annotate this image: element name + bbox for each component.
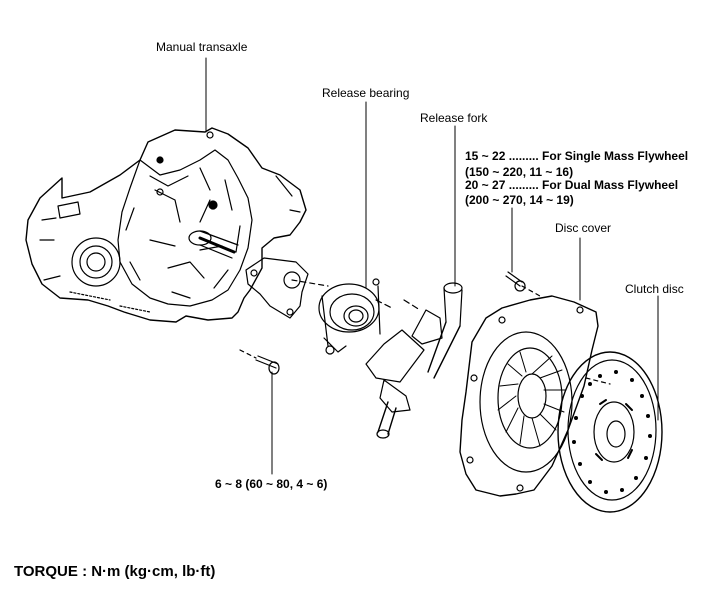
release-fork-drawing xyxy=(365,282,463,439)
bolt-upper-drawing xyxy=(505,271,541,297)
label-manual-transaxle: Manual transaxle xyxy=(156,40,248,54)
spec-single-mass: 15 ~ 22 ......... For Single Mass Flywhe… xyxy=(465,149,689,163)
label-disc-cover: Disc cover xyxy=(555,221,612,235)
clutch-disc-drawing xyxy=(557,351,663,513)
label-clutch-disc: Clutch disc xyxy=(625,282,684,296)
release-bearing-drawing xyxy=(245,257,381,355)
disc-cover-drawing xyxy=(459,295,611,497)
label-release-fork: Release fork xyxy=(420,111,488,125)
label-release-bearing: Release bearing xyxy=(322,86,410,100)
spec-dual-mass: 20 ~ 27 ......... For Dual Mass Flywheel xyxy=(465,178,679,192)
spec-dual-mass-values: (200 ~ 270, 14 ~ 19) xyxy=(465,193,574,207)
manual-transaxle-drawing xyxy=(25,127,307,323)
torque-unit-legend: TORQUE : N·m (kg·cm, lb·ft) xyxy=(14,563,216,580)
leader-lines xyxy=(205,57,659,475)
bolt-torque-spec: 6 ~ 8 (60 ~ 80, 4 ~ 6) xyxy=(215,477,328,491)
spec-single-mass-values: (150 ~ 220, 11 ~ 16) xyxy=(465,165,574,179)
bolt-lower-drawing xyxy=(239,349,280,375)
